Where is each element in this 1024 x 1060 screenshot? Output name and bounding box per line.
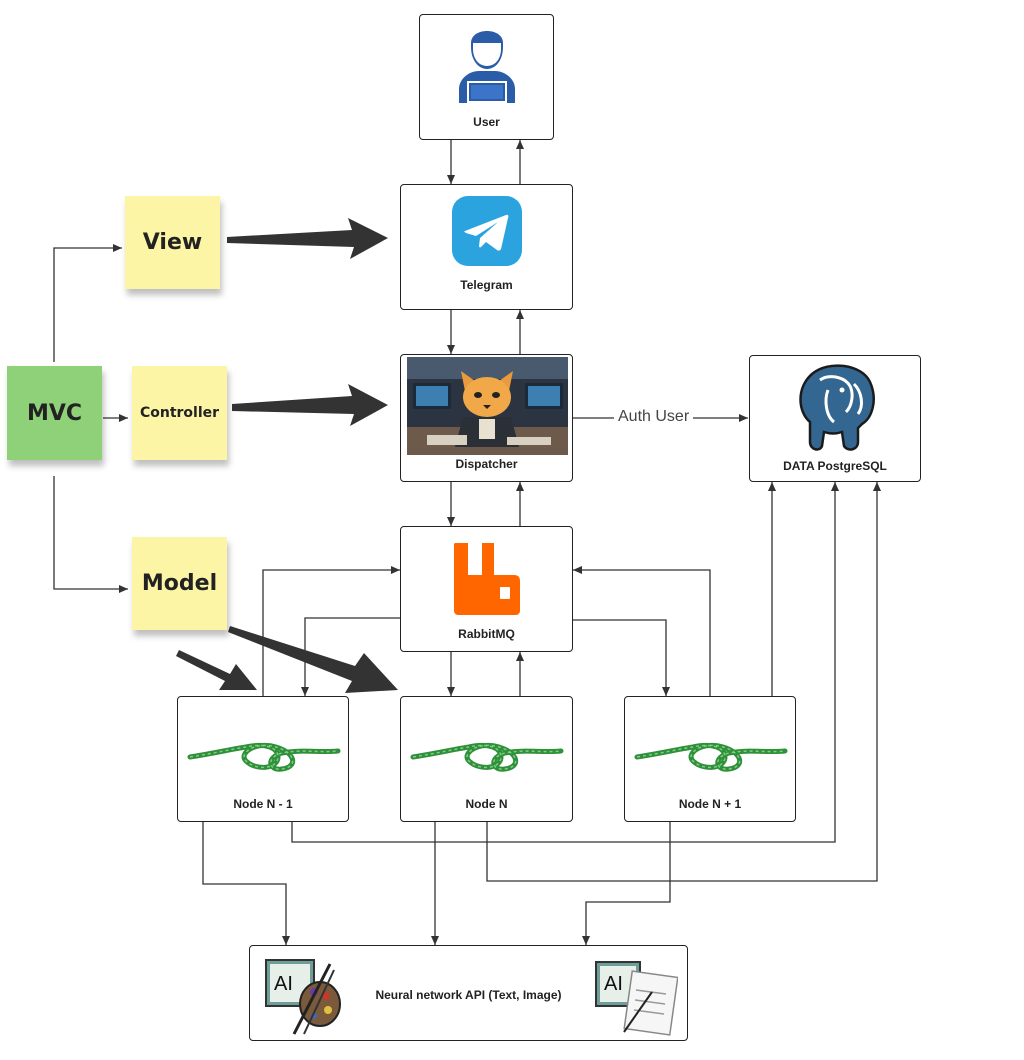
edge-node-prev-to-rabbitmq <box>262 566 400 696</box>
postgres-label: DATA PostgreSQL <box>783 459 887 473</box>
node-n-plus-1-label: Node N + 1 <box>678 797 742 811</box>
rabbitmq-label: RabbitMQ <box>458 627 515 641</box>
ai-image-palette-icon: AI <box>265 959 341 1035</box>
edge-node-next-to-rabbitmq <box>573 566 711 696</box>
edge-node-next-to-api <box>582 822 671 945</box>
edge-rabbitmq-to-node-next <box>573 619 670 696</box>
mvc-label: MVC <box>26 400 83 426</box>
node-n[interactable]: Node N <box>400 696 573 822</box>
model-pointer-arrow-1 <box>228 626 398 693</box>
mvc-sticky: MVC <box>7 366 102 460</box>
model-pointer-arrow-2 <box>176 650 257 690</box>
node-n-plus-1[interactable]: Node N + 1 <box>624 696 796 822</box>
controller-pointer-arrow <box>232 384 388 426</box>
edge-node-prev-to-api <box>202 822 290 945</box>
dispatcher-node[interactable]: Dispatcher <box>400 354 573 482</box>
edge-node-n-to-postgres <box>486 482 881 882</box>
edge-mvc-to-view <box>53 244 122 362</box>
neural-api-label: Neural network API (Text, Image) <box>375 988 562 1002</box>
node-n-minus-1[interactable]: Node N - 1 <box>177 696 349 822</box>
edge-rabbitmq-to-node-prev <box>301 617 400 696</box>
svg-text:AI: AI <box>274 973 293 995</box>
svg-text:AI: AI <box>604 973 623 995</box>
telegram-node[interactable]: Telegram <box>400 184 573 310</box>
green-knot-icon <box>410 742 564 772</box>
view-pointer-arrow <box>227 218 388 259</box>
ai-text-document-icon: AI <box>595 961 678 1036</box>
rabbitmq-icon <box>454 543 520 615</box>
node-n-minus-1-label: Node N - 1 <box>233 797 293 811</box>
view-sticky: View <box>125 196 220 289</box>
postgresql-elephant-icon <box>799 364 875 451</box>
user-label: User <box>473 115 500 129</box>
cat-dispatcher-image <box>407 357 568 455</box>
model-sticky: Model <box>132 537 227 630</box>
telegram-label: Telegram <box>460 278 513 292</box>
telegram-icon <box>452 196 522 266</box>
user-laptop-icon <box>459 31 515 103</box>
model-label: Model <box>141 571 218 596</box>
edge-mvc-to-model <box>53 476 128 593</box>
green-knot-icon <box>187 742 341 772</box>
node-n-label: Node N <box>465 797 508 811</box>
user-node[interactable]: User <box>419 14 554 140</box>
postgres-node[interactable]: DATA PostgreSQL <box>749 355 921 482</box>
auth-user-edge-label: Auth User <box>614 408 694 426</box>
controller-sticky: Controller <box>132 366 227 460</box>
dispatcher-label: Dispatcher <box>455 457 518 471</box>
neural-api-node[interactable]: AI Neural network API (Text, Image) AI <box>249 945 688 1041</box>
controller-label: Controller <box>139 405 220 421</box>
green-knot-icon <box>634 742 788 772</box>
edge-node-prev-to-postgres <box>291 482 839 843</box>
rabbitmq-node[interactable]: RabbitMQ <box>400 526 573 652</box>
view-label: View <box>142 230 203 255</box>
